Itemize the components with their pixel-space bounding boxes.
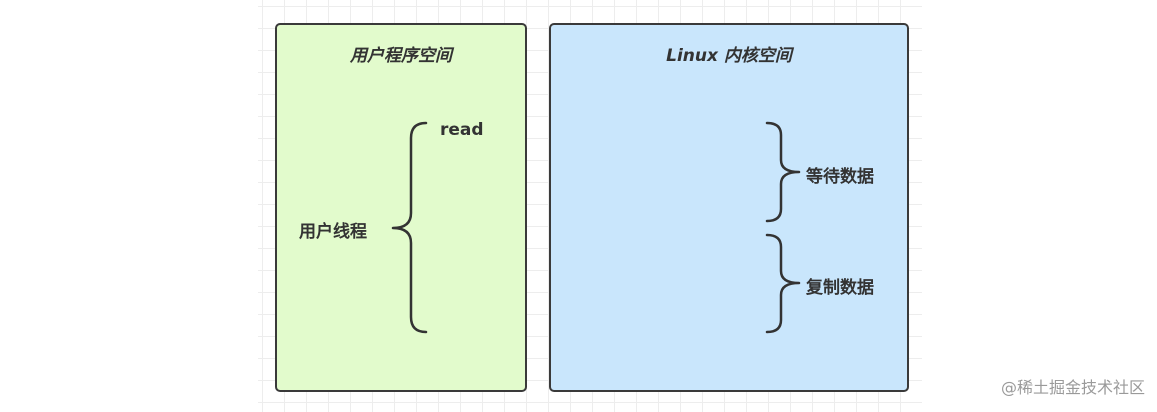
user-thread-brace bbox=[391, 121, 428, 334]
read-label: read bbox=[440, 120, 484, 140]
watermark: @稀土掘金技术社区 bbox=[1000, 378, 1145, 397]
kernel-space-title: Linux 内核空间 bbox=[666, 46, 792, 66]
copy-data-label: 复制数据 bbox=[806, 278, 874, 298]
wait-data-brace bbox=[765, 121, 801, 223]
user-space-panel: 用户程序空间 bbox=[275, 23, 527, 392]
user-space-title: 用户程序空间 bbox=[350, 46, 452, 66]
wait-data-label: 等待数据 bbox=[806, 167, 874, 187]
user-thread-label: 用户线程 bbox=[299, 222, 367, 242]
kernel-space-panel: Linux 内核空间 bbox=[549, 23, 909, 392]
copy-data-brace bbox=[765, 233, 801, 334]
